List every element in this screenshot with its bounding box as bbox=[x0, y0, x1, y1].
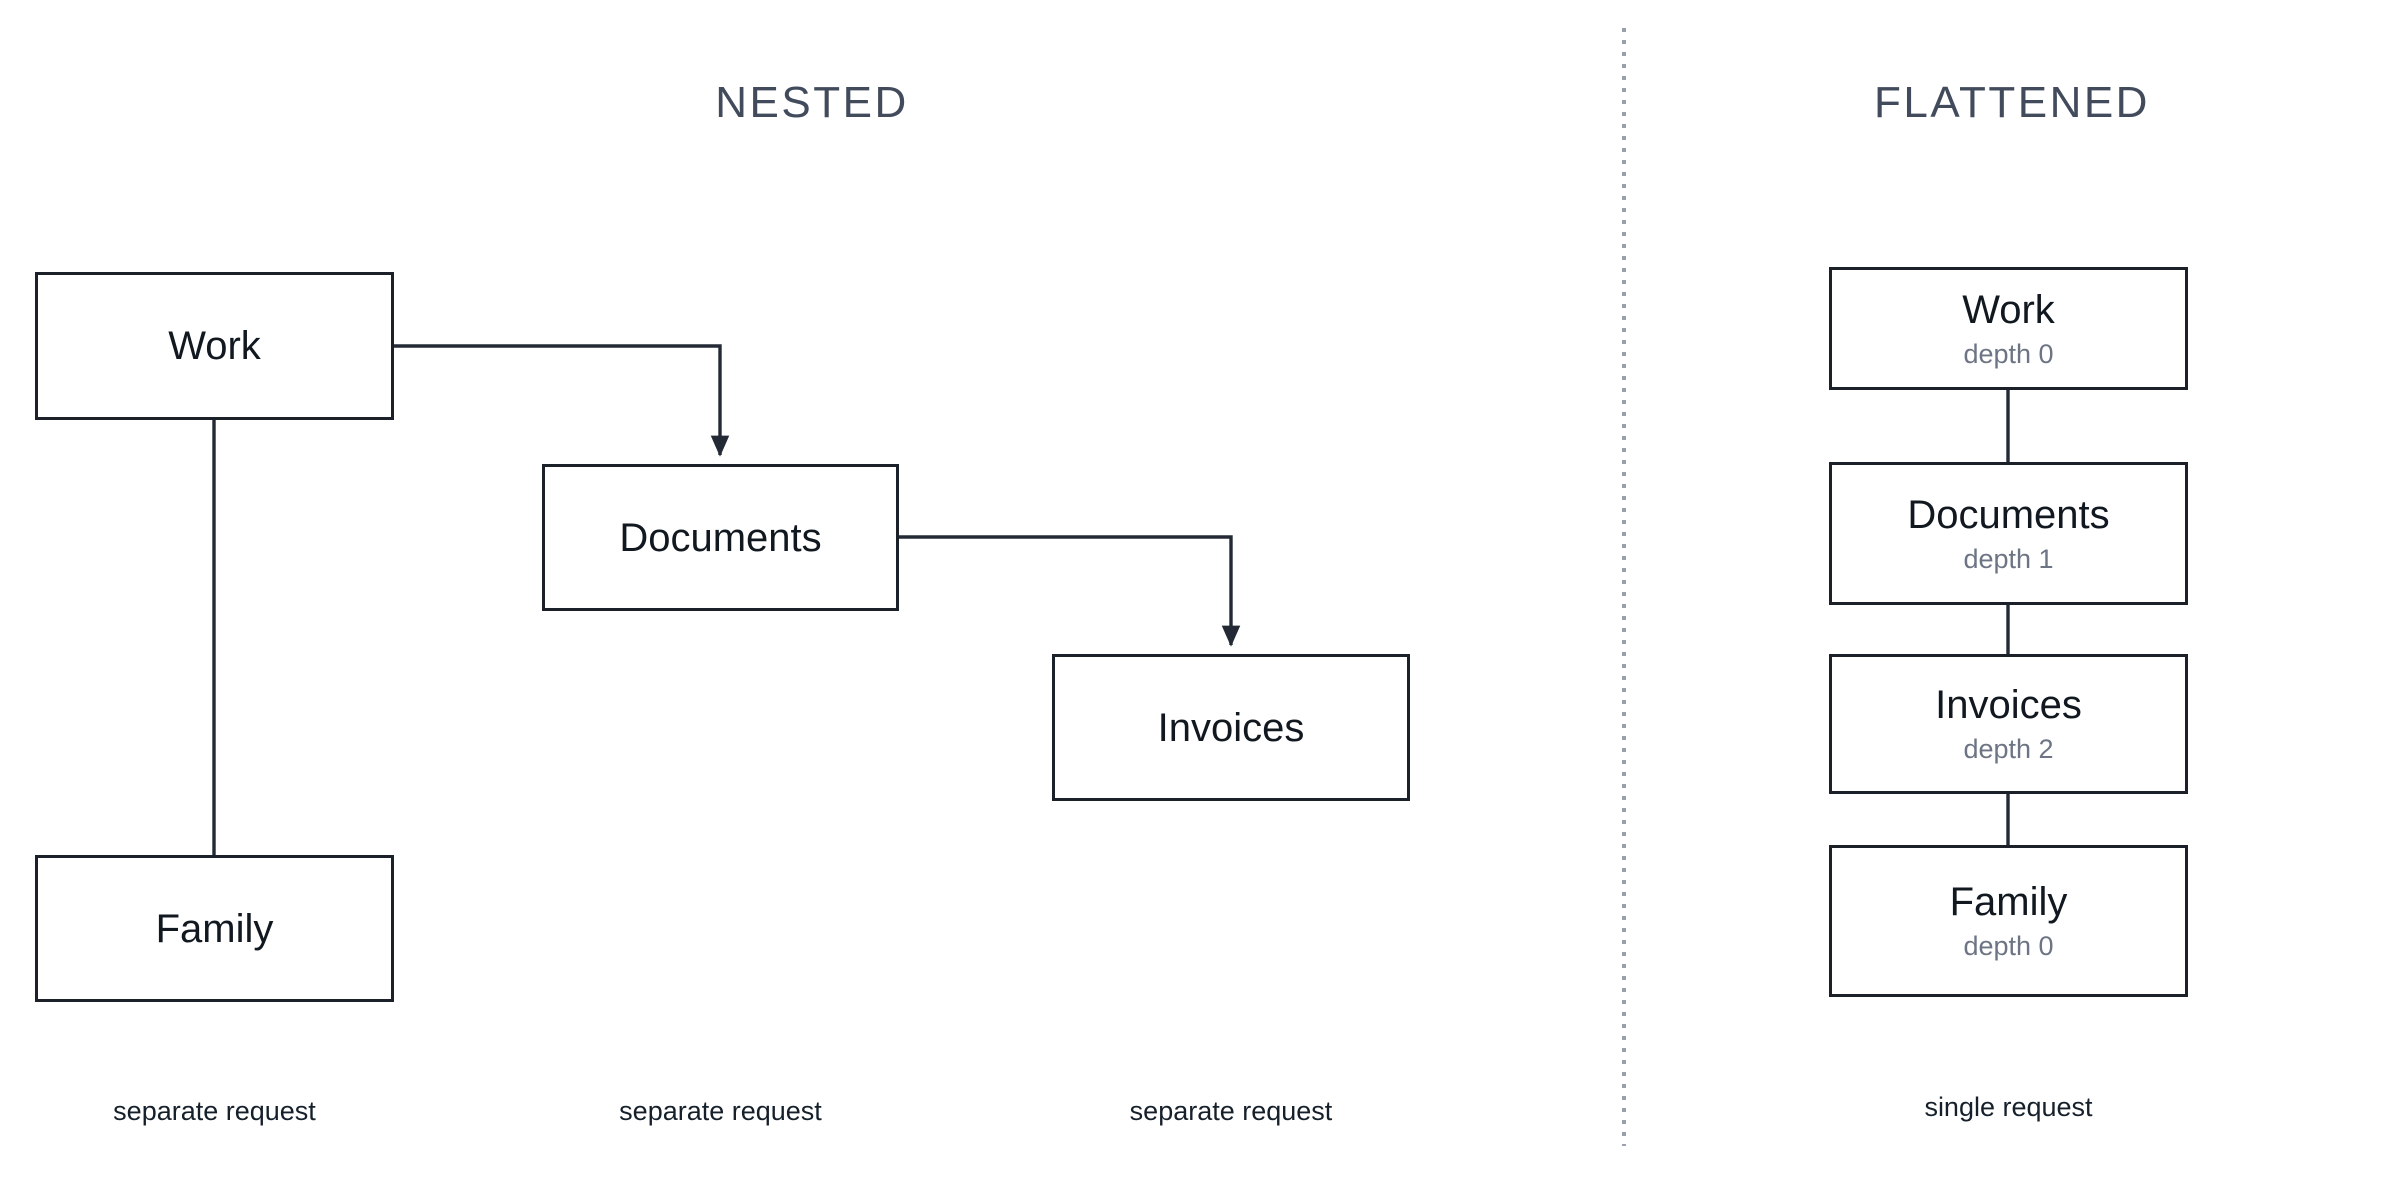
nested-node-documents[interactable]: Documents bbox=[542, 464, 899, 611]
node-depth-label: depth 1 bbox=[1963, 543, 2054, 574]
node-label: Work bbox=[1962, 287, 2055, 332]
flattened-node-work[interactable]: Work depth 0 bbox=[1829, 267, 2188, 390]
nested-node-work[interactable]: Work bbox=[35, 272, 394, 420]
flattened-node-documents[interactable]: Documents depth 1 bbox=[1829, 462, 2188, 605]
node-label: Documents bbox=[1907, 492, 2110, 537]
node-label: Invoices bbox=[1157, 705, 1305, 750]
panel-divider bbox=[1622, 28, 1626, 1146]
node-label: Family bbox=[1949, 880, 2068, 925]
flattened-panel-title: FLATTENED bbox=[1874, 78, 2150, 127]
flattened-node-invoices[interactable]: Invoices depth 2 bbox=[1829, 654, 2188, 794]
caption-nested-work: separate request bbox=[113, 1096, 316, 1126]
nested-node-invoices[interactable]: Invoices bbox=[1052, 654, 1410, 801]
node-depth-label: depth 0 bbox=[1963, 338, 2054, 369]
node-label: Family bbox=[155, 906, 274, 951]
flattened-node-family[interactable]: Family depth 0 bbox=[1829, 845, 2188, 997]
edge-documents-to-invoices bbox=[899, 535, 1241, 647]
caption-nested-documents: separate request bbox=[619, 1096, 822, 1126]
node-depth-label: depth 0 bbox=[1963, 931, 2054, 962]
nested-node-family[interactable]: Family bbox=[35, 855, 394, 1002]
node-label: Documents bbox=[619, 515, 822, 560]
nested-panel-title: NESTED bbox=[715, 78, 909, 127]
node-depth-label: depth 2 bbox=[1963, 734, 2054, 765]
caption-nested-invoices: separate request bbox=[1129, 1096, 1333, 1126]
node-label: Work bbox=[168, 324, 261, 368]
edge-work-to-documents bbox=[394, 344, 730, 457]
caption-flattened: single request bbox=[1924, 1092, 2093, 1122]
node-label: Invoices bbox=[1935, 683, 2082, 728]
